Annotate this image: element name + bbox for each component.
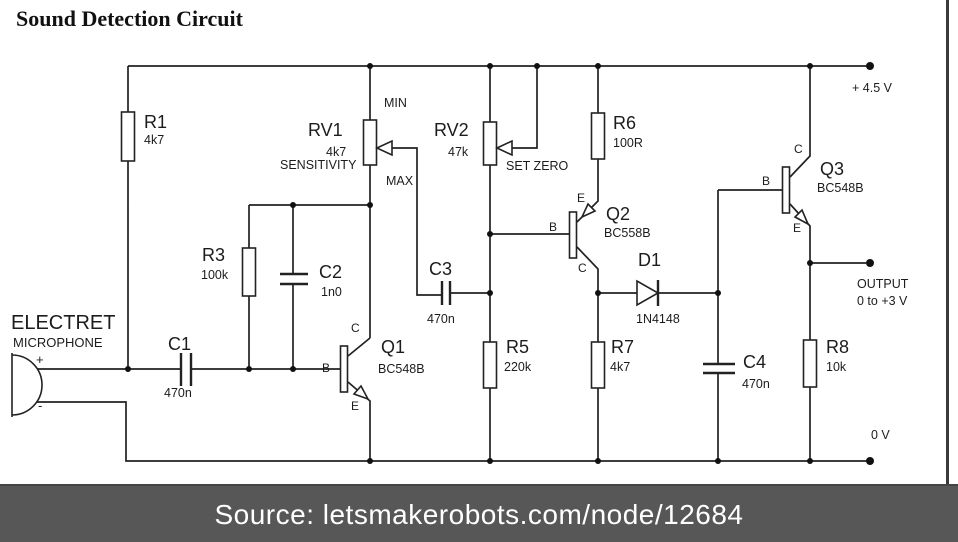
value-label: 4k7 xyxy=(144,133,164,147)
mic-name: ELECTRET xyxy=(11,312,115,334)
value-label: 1n0 xyxy=(321,285,342,299)
circuit-schematic: + - ELECTRET MICROPHONE R1 4k7 R3 100k R… xyxy=(11,62,909,465)
ref-label: C4 xyxy=(743,352,766,372)
part-label: 1N4148 xyxy=(636,312,680,326)
ref-label: Q2 xyxy=(606,204,630,224)
wires xyxy=(37,65,870,462)
microphone-symbol xyxy=(11,353,43,417)
value-label: 100R xyxy=(613,136,643,150)
part-label: BC548B xyxy=(817,181,864,195)
source-text: Source: letsmakerobots.com/node/12684 xyxy=(214,499,744,530)
transistor-q2: Q2 BC558B B E C xyxy=(549,191,651,275)
ref-label: R3 xyxy=(202,245,225,265)
wiper-arrow xyxy=(375,139,393,157)
value-label: 220k xyxy=(504,360,532,374)
resistor-body xyxy=(590,112,606,160)
gnd-terminal xyxy=(866,457,874,465)
resistor-r8: R8 10k xyxy=(802,337,849,388)
part-label: BC548B xyxy=(378,362,425,376)
value-label: 470n xyxy=(742,377,770,391)
pot-body xyxy=(482,121,498,166)
emitter-arrow xyxy=(580,202,597,219)
capacitor-c3: C3 470n xyxy=(427,259,455,326)
resistor-r7: R7 4k7 xyxy=(590,337,634,389)
capacitor-c1: C1 470n xyxy=(164,334,192,400)
ref-label: RV1 xyxy=(308,120,343,140)
base-bar xyxy=(781,166,791,214)
resistor-body xyxy=(120,111,136,162)
part-label: BC558B xyxy=(604,226,651,240)
emitter-arrow xyxy=(352,384,370,401)
vcc-label: + 4.5 V xyxy=(852,81,893,95)
diode-d1: D1 1N4148 xyxy=(636,250,680,326)
potentiometer-rv1: RV1 4k7 SENSITIVITY MIN MAX xyxy=(280,96,414,188)
pin-c-label: C xyxy=(794,142,803,156)
value-label: 470n xyxy=(427,312,455,326)
ref-label: R7 xyxy=(611,337,634,357)
mic-plus-label: + xyxy=(36,352,44,367)
caption-label: SET ZERO xyxy=(506,159,569,173)
ref-label: R1 xyxy=(144,112,167,132)
resistor-r6: R6 100R xyxy=(590,112,643,160)
ref-label: D1 xyxy=(638,250,661,270)
source-bar: Source: letsmakerobots.com/node/12684 xyxy=(0,484,958,542)
ref-label: Q1 xyxy=(381,337,405,357)
right-edge-divider xyxy=(946,0,949,486)
wiper-arrow xyxy=(495,139,513,157)
base-bar xyxy=(339,345,349,393)
resistor-body xyxy=(802,339,818,388)
ref-label: R6 xyxy=(613,113,636,133)
pin-e-label: E xyxy=(577,191,585,205)
value-label: 47k xyxy=(448,145,469,159)
vcc-terminal xyxy=(866,62,874,70)
capacitor-c4: C4 470n xyxy=(742,352,770,391)
mic-minus-label: - xyxy=(38,398,42,413)
ref-label: Q3 xyxy=(820,159,844,179)
page-title: Sound Detection Circuit xyxy=(16,6,243,31)
electret-microphone: + - ELECTRET MICROPHONE xyxy=(11,312,115,417)
gnd-label: 0 V xyxy=(871,428,890,442)
ref-label: R5 xyxy=(506,337,529,357)
pin-b-label: B xyxy=(762,174,770,188)
capacitor-c2: C2 1n0 xyxy=(319,262,342,299)
ref-label: C2 xyxy=(319,262,342,282)
pin-e-label: E xyxy=(793,221,801,235)
value-label: 4k7 xyxy=(326,145,346,159)
pin-b-label: B xyxy=(322,361,330,375)
diode-triangle xyxy=(636,279,660,307)
pin-e-label: E xyxy=(351,399,359,413)
output-terminal xyxy=(866,259,874,267)
mic-type: MICROPHONE xyxy=(13,335,103,350)
terminal-dots xyxy=(866,62,874,465)
resistor-r3: R3 100k xyxy=(201,245,257,297)
emitter-arrow xyxy=(793,208,810,226)
ref-label: R8 xyxy=(826,337,849,357)
transistor-q3: Q3 BC548B B C E xyxy=(762,142,864,235)
value-label: 470n xyxy=(164,386,192,400)
ref-label: RV2 xyxy=(434,120,469,140)
max-label: MAX xyxy=(386,174,414,188)
base-bar xyxy=(568,211,578,259)
output-range-label: 0 to +3 V xyxy=(857,294,908,308)
junction-dots xyxy=(125,63,813,464)
potentiometer-rv2: RV2 47k SET ZERO xyxy=(434,120,569,173)
resistor-r5: R5 220k xyxy=(482,337,532,389)
ref-label: C1 xyxy=(168,334,191,354)
pin-b-label: B xyxy=(549,220,557,234)
pin-c-label: C xyxy=(351,321,360,335)
resistor-body xyxy=(590,341,606,389)
pin-c-label: C xyxy=(578,261,587,275)
value-label: 100k xyxy=(201,268,229,282)
output-label: OUTPUT xyxy=(857,277,909,291)
pot-body xyxy=(362,119,378,166)
min-label: MIN xyxy=(384,96,407,110)
caption-label: SENSITIVITY xyxy=(280,158,357,172)
transistor-q1: Q1 BC548B B C E xyxy=(322,321,425,413)
resistor-body xyxy=(241,247,257,297)
value-label: 10k xyxy=(826,360,847,374)
resistor-r1: R1 4k7 xyxy=(120,111,167,162)
value-label: 4k7 xyxy=(610,360,630,374)
resistor-body xyxy=(482,341,498,389)
ref-label: C3 xyxy=(429,259,452,279)
